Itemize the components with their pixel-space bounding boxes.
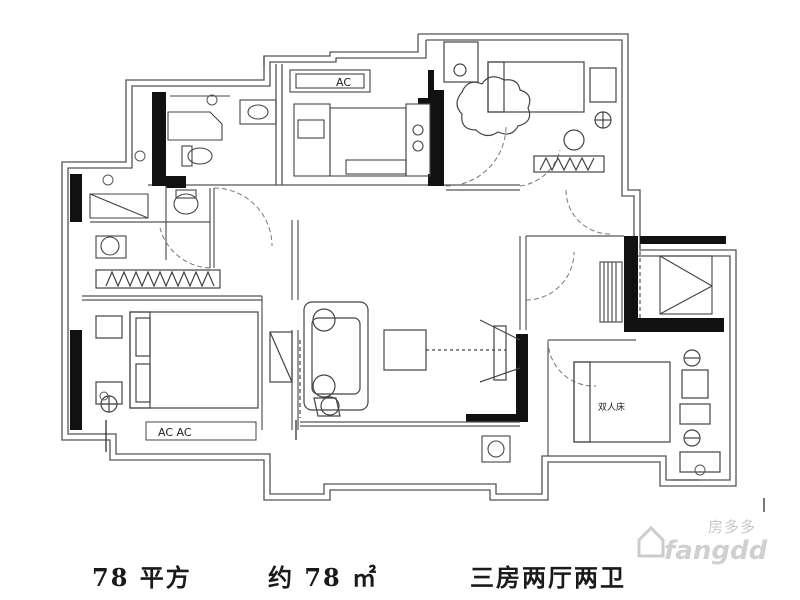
living-room [299, 301, 521, 418]
bedroom-top-right [443, 41, 617, 173]
washing-machine [481, 435, 511, 463]
floor-plan-drawing: AC AC AC [61, 33, 765, 512]
approx-area-text: 约 78 ㎡ [268, 563, 379, 592]
caption-bar: 78 平方 约 78 ㎡ 三房两厅两卫 [0, 548, 800, 600]
dimension-marks [105, 420, 765, 512]
structural-walls [70, 70, 726, 430]
ac-units-bottom [145, 421, 257, 441]
bedroom-bottom-right [573, 349, 721, 473]
bathroom-top [167, 95, 277, 167]
closet-right [599, 244, 713, 323]
kitchen [289, 69, 431, 177]
wardrobe-left [95, 269, 221, 289]
watermark-chinese: 房多多 [708, 518, 757, 536]
house-icon [637, 525, 665, 558]
area-text: 78 平方 [92, 563, 192, 592]
layout-text: 三房两厅两卫 [470, 563, 626, 592]
kitchen-ac-label: AC [336, 76, 351, 89]
watermark-english: fangdd [664, 536, 768, 566]
light-fixtures [99, 94, 706, 476]
double-bed-label: 双人床 [598, 401, 625, 413]
bedroom-ac-label: AC AC [158, 426, 192, 439]
floor-plan: AC AC AC [61, 33, 765, 512]
bed-left [95, 311, 293, 413]
watermark-logo: 房多多 fangdd [636, 516, 796, 590]
bathroom-left [89, 189, 199, 259]
